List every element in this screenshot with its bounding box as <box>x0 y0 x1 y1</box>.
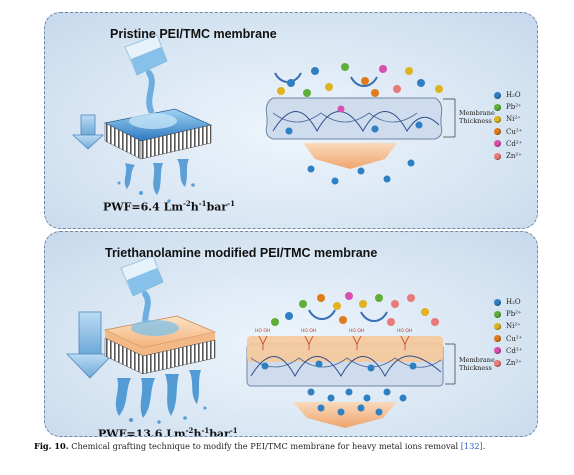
membrane-label-line1: Membrane <box>459 356 495 364</box>
ni-dot-icon <box>494 322 501 330</box>
cu-dot-icon <box>494 128 501 136</box>
membrane-block <box>103 315 217 375</box>
pwf-value: PWF=13.6 Lm-2h-1bar-1 <box>98 426 238 437</box>
zn-dot-icon <box>494 359 501 367</box>
caption-text: Chemical grafting technique to modify th… <box>68 441 461 451</box>
h2o-dot-icon <box>494 298 501 306</box>
svg-text:HO OH: HO OH <box>255 328 270 334</box>
legend-item: Ni²⁺ <box>494 113 522 125</box>
funnel-arrow-icon <box>303 143 397 169</box>
ni-dot-icon <box>494 115 501 123</box>
beaker-icon <box>120 255 164 331</box>
flow-arrow-icon <box>71 114 105 150</box>
legend-item: H₂O <box>494 89 522 101</box>
pwf-value: PWF=6.4 Lm-2h-1bar-1 <box>103 199 235 214</box>
cd-dot-icon <box>494 140 501 148</box>
pb-dot-icon <box>494 310 501 318</box>
triethanolamine-groups: HO OH HO OH HO OH HO OH <box>255 328 412 350</box>
svg-text:HO OH: HO OH <box>349 328 364 334</box>
membrane-label-line2: Thickness <box>459 117 492 125</box>
membrane-label-line1: Membrane <box>459 109 495 117</box>
water-splash <box>115 370 207 424</box>
figure: Membrane Thickness Pristine PEI/TMC memb… <box>44 12 538 437</box>
legend-item: Cu²⁺ <box>494 333 522 345</box>
binding-arcs <box>308 309 388 322</box>
ions-in-membrane <box>285 105 423 135</box>
svg-text:HO OH: HO OH <box>301 328 316 334</box>
figure-caption: Fig. 10. Chemical grafting technique to … <box>34 441 486 451</box>
svg-text:HO OH: HO OH <box>397 328 412 334</box>
membrane-block <box>103 108 213 160</box>
membrane-cross-section <box>246 336 456 387</box>
pristine-membrane-illustration: Membrane Thickness <box>71 34 495 203</box>
permeate-water <box>307 159 415 185</box>
water-splash <box>117 159 195 203</box>
beaker-icon <box>124 34 168 114</box>
legend-item: Ni²⁺ <box>494 320 522 332</box>
panel-title: Triethanolamine modified PEI/TMC membran… <box>105 246 378 260</box>
membrane-cross-section <box>265 97 456 140</box>
ion-legend: H₂O Pb²⁺ Ni²⁺ Cu²⁺ Cd²⁺ Zn²⁺ <box>494 296 522 369</box>
permeate-water <box>307 388 407 416</box>
legend-item: Cd²⁺ <box>494 345 522 357</box>
modified-membrane-illustration: HO OH HO OH HO OH HO OH <box>66 255 495 428</box>
cd-dot-icon <box>494 347 501 355</box>
legend-item: Zn²⁺ <box>494 150 522 162</box>
legend-item: Pb²⁺ <box>494 308 522 320</box>
pb-dot-icon <box>494 103 501 111</box>
membrane-label-line2: Thickness <box>459 364 492 372</box>
ions-above-membrane <box>277 63 443 97</box>
funnel-arrow-icon <box>293 402 397 428</box>
citation-link[interactable]: [132] <box>460 441 483 451</box>
legend-item: Cu²⁺ <box>494 126 522 138</box>
ions-above-membrane <box>271 292 439 326</box>
ion-legend: H₂O Pb²⁺ Ni²⁺ Cu²⁺ Cd²⁺ Zn²⁺ <box>494 89 522 162</box>
legend-item: Pb²⁺ <box>494 101 522 113</box>
zn-dot-icon <box>494 152 501 160</box>
cu-dot-icon <box>494 335 501 343</box>
figure-number: Fig. 10. <box>34 441 69 451</box>
modified-membrane-panel: HO OH HO OH HO OH HO OH <box>44 231 538 437</box>
ions-in-membrane <box>261 360 417 372</box>
h2o-dot-icon <box>494 91 501 99</box>
legend-item: H₂O <box>494 296 522 308</box>
pristine-membrane-panel: Membrane Thickness Pristine PEI/TMC memb… <box>44 12 538 229</box>
panel-title: Pristine PEI/TMC membrane <box>110 27 277 41</box>
flow-arrow-icon <box>66 311 114 379</box>
legend-item: Zn²⁺ <box>494 357 522 369</box>
legend-item: Cd²⁺ <box>494 138 522 150</box>
